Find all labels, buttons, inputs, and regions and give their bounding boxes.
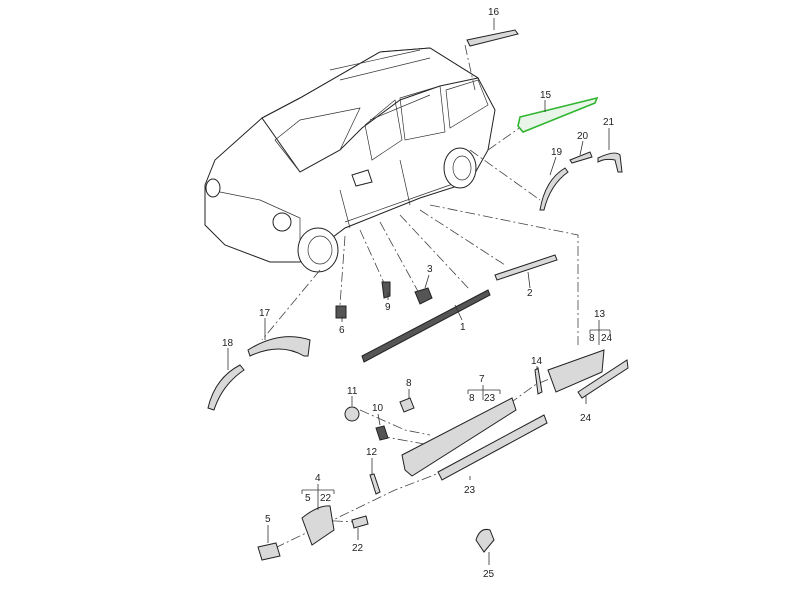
callout-24[interactable]: 24 xyxy=(580,413,592,424)
callout-labels: 16 15 20 21 19 3 2 1 9 6 17 18 13 8 24 1… xyxy=(222,7,615,580)
callout-15[interactable]: 15 xyxy=(540,90,552,101)
part-24[interactable] xyxy=(577,359,629,399)
part-18[interactable] xyxy=(207,364,245,411)
callout-1[interactable]: 1 xyxy=(460,322,466,333)
part-11[interactable] xyxy=(344,406,360,422)
callout-10[interactable]: 10 xyxy=(372,403,384,414)
callout-7[interactable]: 7 xyxy=(479,374,485,385)
callout-22[interactable]: 22 xyxy=(352,543,364,554)
part-21[interactable] xyxy=(597,152,623,173)
callout-4-sub-22: 22 xyxy=(320,493,332,504)
callout-20[interactable]: 20 xyxy=(577,131,589,142)
parts xyxy=(207,29,629,561)
part-16[interactable] xyxy=(466,29,519,47)
callout-23[interactable]: 23 xyxy=(464,485,476,496)
callout-3[interactable]: 3 xyxy=(427,264,433,275)
part-4[interactable] xyxy=(301,505,335,546)
callout-2[interactable]: 2 xyxy=(527,288,533,299)
callout-lines xyxy=(227,18,611,565)
part-5[interactable] xyxy=(257,542,281,561)
callout-9[interactable]: 9 xyxy=(385,302,391,313)
callout-4-sub-5: 5 xyxy=(305,493,311,504)
part-19[interactable] xyxy=(539,167,569,211)
callout-11[interactable]: 11 xyxy=(347,386,358,397)
callout-14[interactable]: 14 xyxy=(531,356,543,367)
vehicle-illustration xyxy=(204,47,496,273)
callout-6[interactable]: 6 xyxy=(339,325,345,336)
part-17[interactable] xyxy=(247,336,311,357)
callout-7-sub-8: 8 xyxy=(469,393,475,404)
callout-12[interactable]: 12 xyxy=(366,447,378,458)
callout-21[interactable]: 21 xyxy=(603,117,615,128)
part-8[interactable] xyxy=(399,397,415,413)
callout-7-sub-23: 23 xyxy=(484,393,496,404)
part-7[interactable] xyxy=(401,397,517,477)
part-9[interactable] xyxy=(381,281,391,299)
part-23[interactable] xyxy=(437,414,548,481)
callout-17[interactable]: 17 xyxy=(259,308,271,319)
callout-16[interactable]: 16 xyxy=(488,7,500,18)
part-6[interactable] xyxy=(335,305,347,319)
callout-4[interactable]: 4 xyxy=(315,473,321,484)
callout-19[interactable]: 19 xyxy=(551,147,563,158)
part-13[interactable] xyxy=(547,349,605,393)
part-1[interactable] xyxy=(361,289,491,363)
callout-8[interactable]: 8 xyxy=(406,378,412,389)
part-25[interactable] xyxy=(475,529,495,553)
part-15-selected[interactable] xyxy=(517,96,599,133)
callout-13[interactable]: 13 xyxy=(594,309,606,320)
part-12[interactable] xyxy=(369,473,381,495)
callout-25[interactable]: 25 xyxy=(483,569,495,580)
part-10[interactable] xyxy=(375,425,389,441)
part-14[interactable] xyxy=(534,367,543,395)
part-3[interactable] xyxy=(414,287,433,305)
callout-18[interactable]: 18 xyxy=(222,338,234,349)
part-20[interactable] xyxy=(569,151,593,164)
callout-5[interactable]: 5 xyxy=(265,514,271,525)
part-2[interactable] xyxy=(494,254,558,281)
callout-13-sub-24: 24 xyxy=(601,333,613,344)
part-22[interactable] xyxy=(351,515,369,529)
callout-13-sub-8: 8 xyxy=(589,333,595,344)
